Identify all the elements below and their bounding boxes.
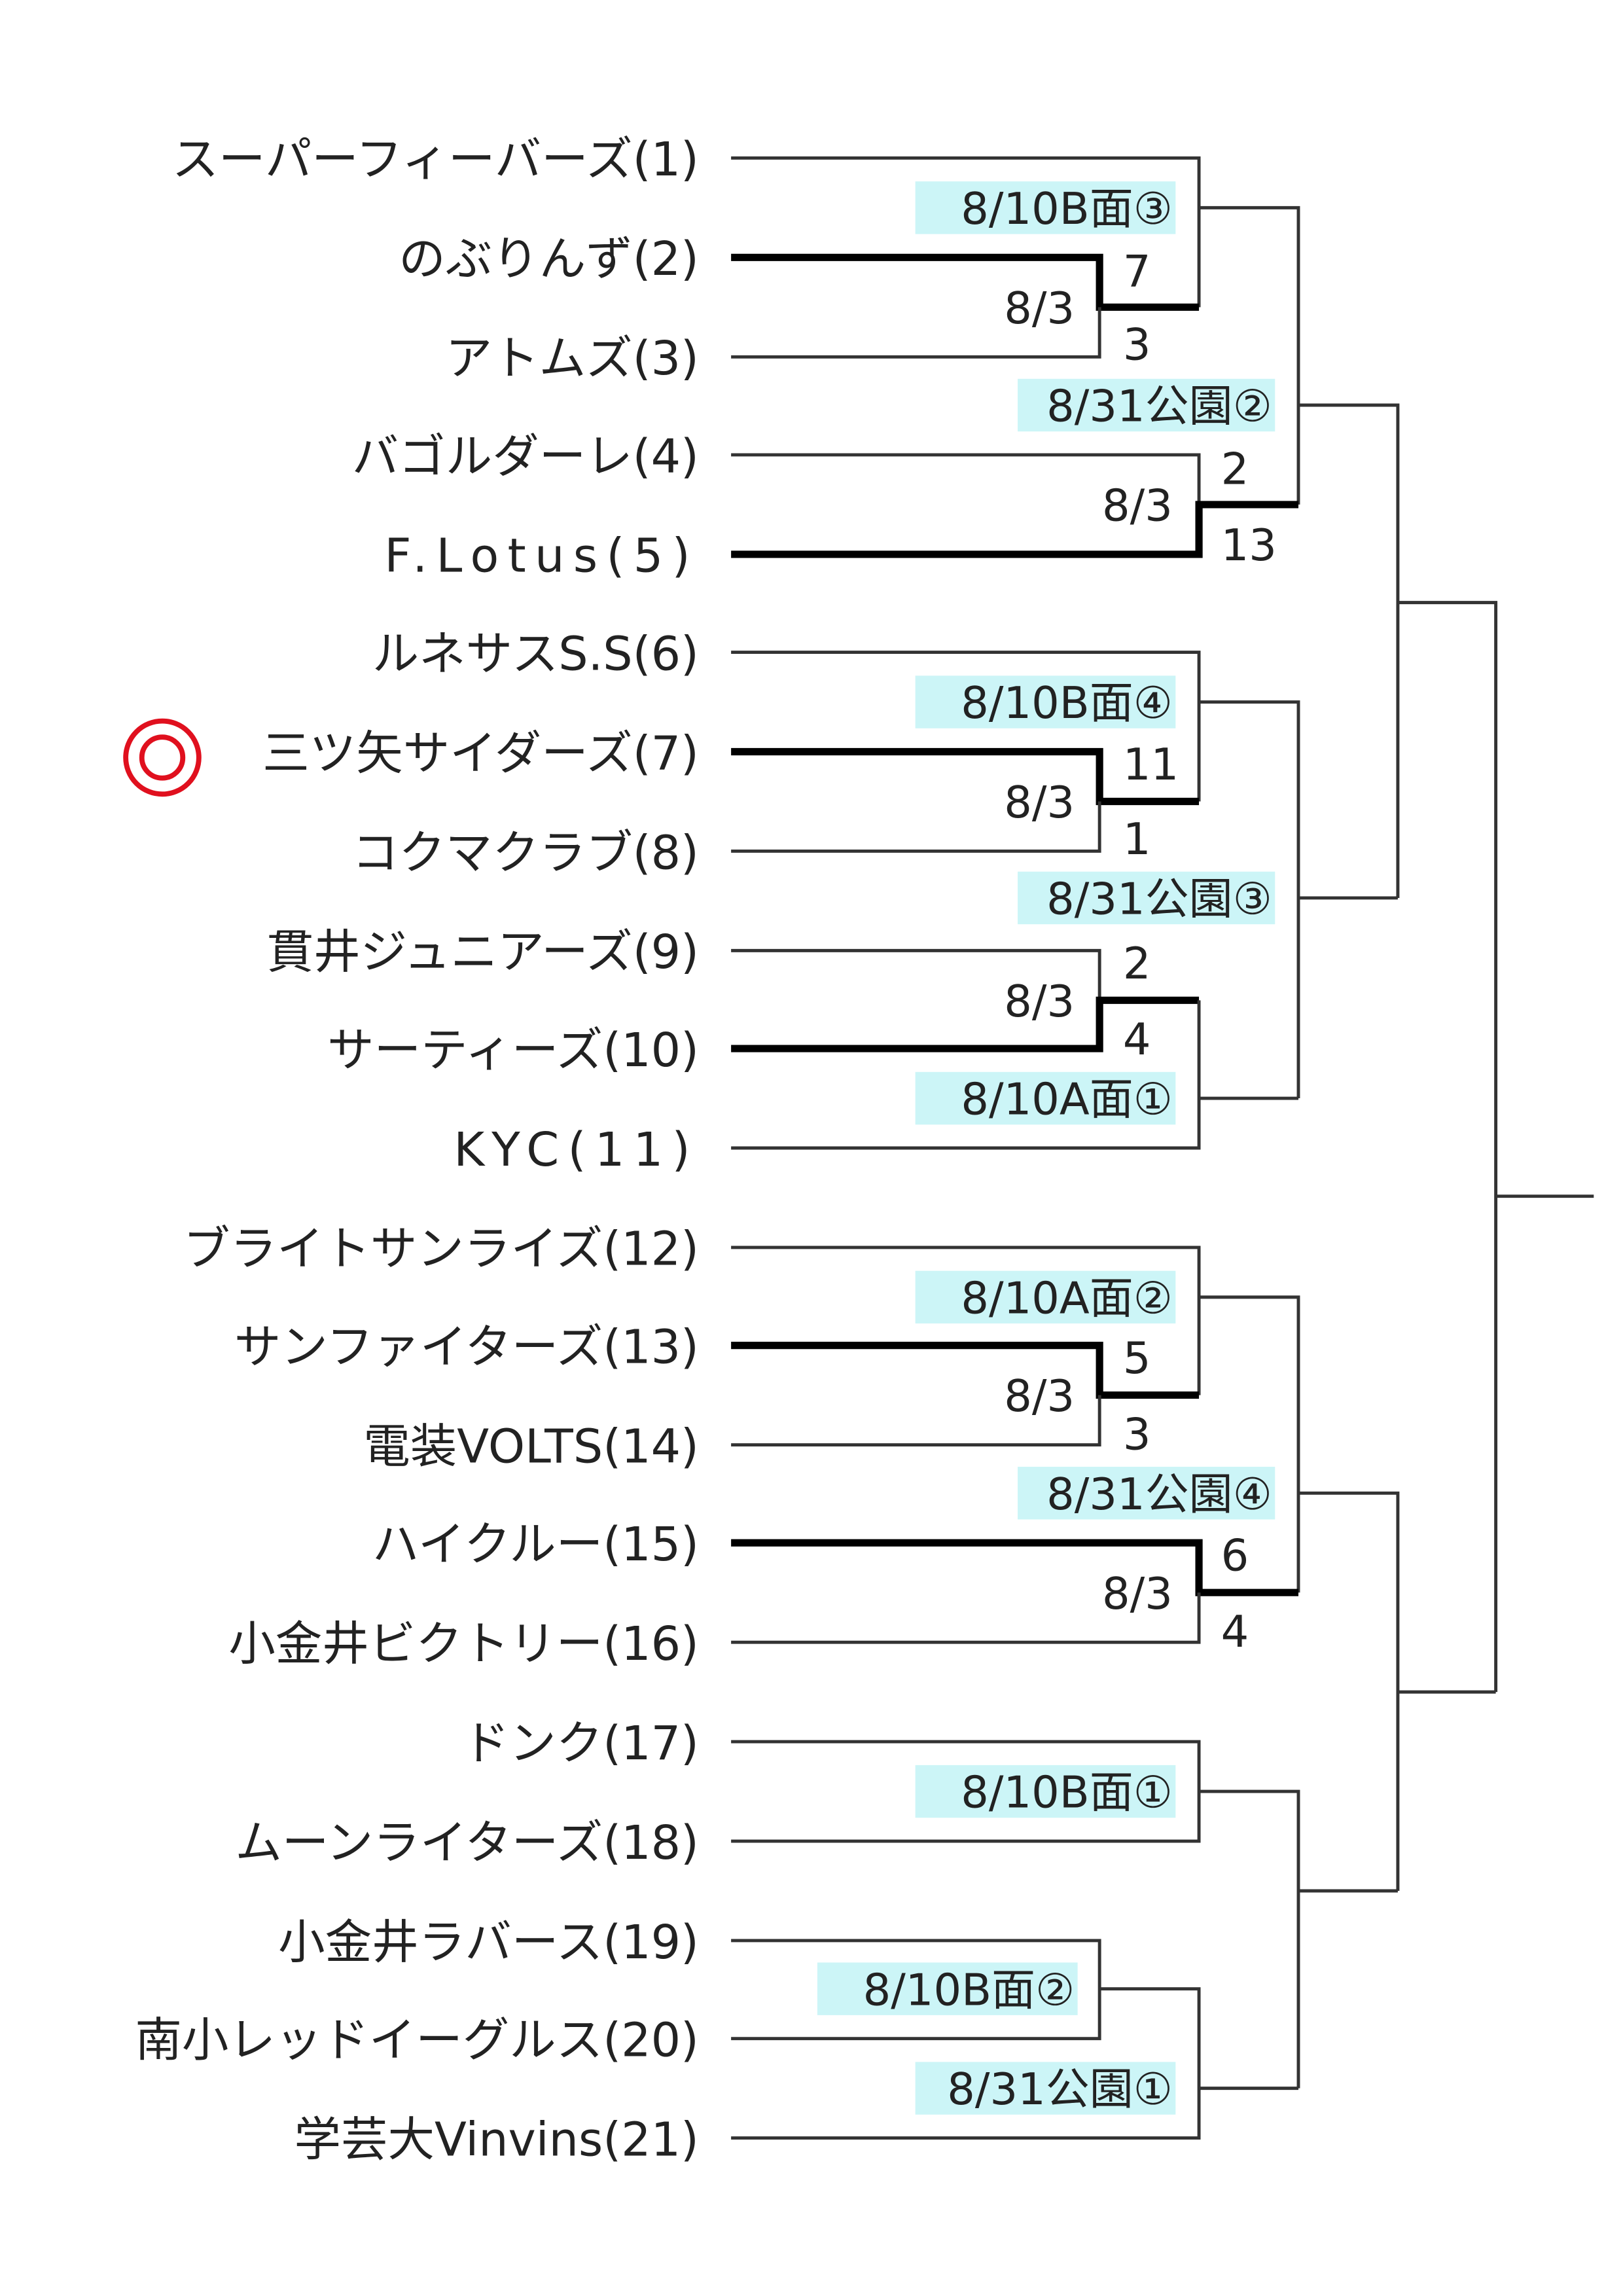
team-name: 電装VOLTS(14) [363,1419,699,1473]
match-label: 8/10B面④ [961,677,1173,728]
match-labels: 8/10B面③ 8/31公園② 8/10B面④ 8/31公園③ 8/10A面① … [863,183,1272,2115]
score: 1 [1123,814,1151,865]
score: 3 [1123,319,1151,370]
team-name: ドンク(17) [463,1716,699,1770]
score: 13 [1221,520,1277,571]
team-name: サンファイターズ(13) [234,1319,699,1374]
score: 4 [1123,1014,1151,1065]
team-name: 学芸大Vinvins(21) [294,2112,699,2166]
team-name: 小金井ラバース(19) [278,1915,699,1969]
bracket-lines [731,156,1594,2140]
team-name: 小金井ビクトリー(16) [228,1617,699,1671]
team-name: アトムズ(3) [446,331,699,386]
match-label: 8/31公園① [947,2064,1173,2115]
match-date: 8/3 [1102,480,1173,531]
team-name: 南小レッドイーグルス(20) [135,2013,699,2067]
team-name: バゴルダーレ(4) [352,429,699,484]
match-label: 8/10A面② [961,1272,1172,1323]
score: 2 [1123,938,1151,989]
double-circle-marker-icon [123,718,202,797]
match-label: 8/31公園③ [1046,874,1272,925]
score: 2 [1221,444,1249,495]
team-name: スーパーフィーバーズ(1) [172,132,699,187]
team-name: コクマクラブ(8) [352,825,699,880]
match-date: 8/3 [1004,777,1075,828]
team-names: スーパーフィーバーズ(1) のぶりんず(2) アトムズ(3) バゴルダーレ(4)… [135,132,699,2166]
match-label: 8/10B面③ [961,183,1173,234]
match-date: 8/3 [1004,1371,1075,1422]
team-name: サーティーズ(10) [327,1023,699,1077]
team-name: 三ツ矢サイダーズ(7) [262,726,699,780]
score: 4 [1221,1606,1249,1657]
match-label: 8/10B面② [863,1964,1075,2015]
team-name: のぶりんず(2) [399,232,699,286]
match-date: 8/3 [1004,976,1075,1027]
team-name: ムーンライターズ(18) [235,1816,699,1870]
score: 3 [1123,1408,1151,1460]
match-date: 8/3 [1004,283,1075,334]
team-name: ルネサスS.S(6) [372,626,699,681]
score: 6 [1221,1530,1249,1581]
match-label: 8/31公園② [1046,381,1272,432]
first-round-results: 8/3 7 3 8/3 2 13 8/3 11 1 8/3 2 4 8/3 5 … [1004,246,1277,1657]
match-label-backgrounds [817,181,1275,2115]
team-name: ハイクルー(15) [372,1517,699,1571]
team-name: KYC(11) [454,1122,699,1177]
team-name: F.Lotus(5) [384,529,699,583]
team-name: ブライトサンライズ(12) [183,1222,699,1276]
team-name: 貫井ジュニアーズ(9) [267,925,699,979]
score: 11 [1123,739,1179,790]
match-label: 8/10A面① [961,1074,1172,1125]
match-label: 8/31公園④ [1046,1469,1272,1520]
match-date: 8/3 [1102,1568,1173,1619]
score: 7 [1123,246,1151,297]
match-label: 8/10B面① [961,1767,1173,1818]
score: 5 [1123,1333,1151,1384]
